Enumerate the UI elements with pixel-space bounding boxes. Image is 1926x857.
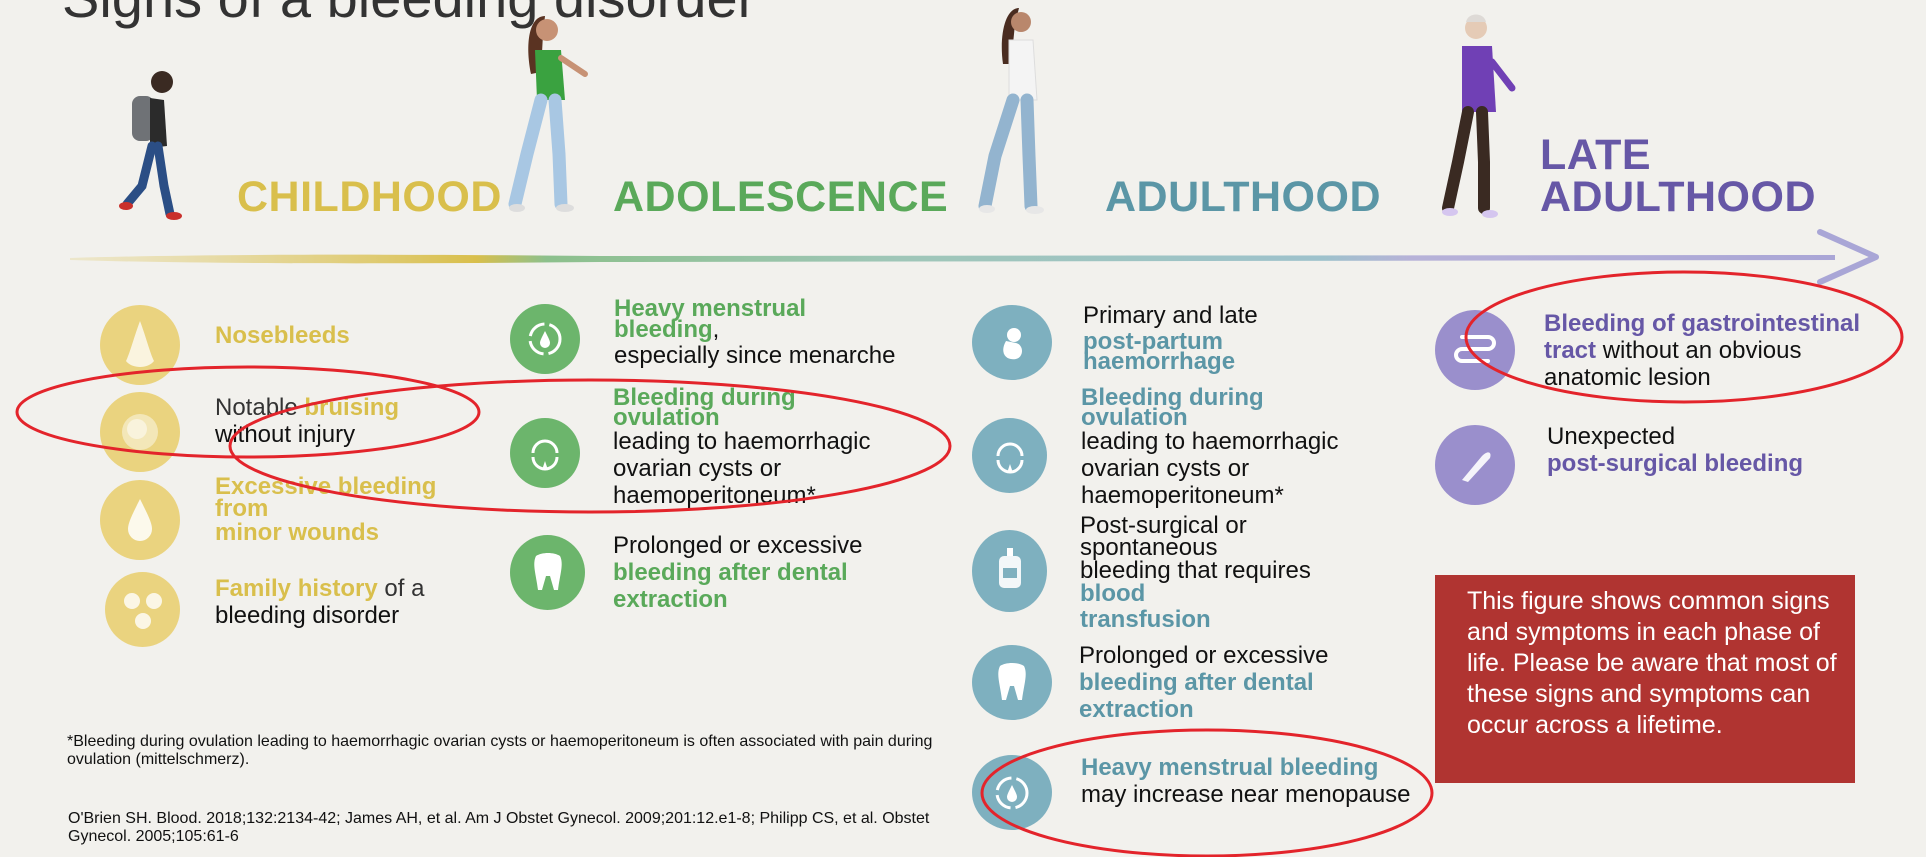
cycle-icon-adult (972, 418, 1047, 493)
elderly-figure-icon (1442, 14, 1516, 218)
pp-pre: Primary and late (1083, 302, 1258, 329)
pp-b2: haemorrhage (1083, 348, 1236, 375)
ov-adult-p1: leading to haemorrhagic (1081, 428, 1339, 455)
phase-late-line2: ADULTHOOD (1540, 173, 1817, 221)
sign-heavy-menstrual-teen: Heavy menstrual bleeding, especially sin… (614, 295, 896, 370)
gi-p2: anatomic lesion (1544, 364, 1711, 391)
hmb-teen-post: especially since menarche (614, 342, 896, 369)
footnote: *Bleeding during ovulation leading to ha… (67, 733, 933, 768)
sign-family-history: Family history of a bleeding disorder (215, 575, 424, 629)
sign-gastrointestinal: Bleeding of gastrointestinal tract witho… (1544, 310, 1860, 391)
woman-figure-icon (978, 8, 1044, 214)
scalpel-icon (1435, 425, 1515, 505)
dental-teen-b2: extraction (613, 586, 728, 613)
intestine-icon (1435, 310, 1515, 390)
ov-adult-p2: ovarian cysts or (1081, 455, 1250, 482)
family-mid: of a (377, 575, 425, 602)
phase-adolescence: ADOLESCENCE (613, 173, 949, 221)
ov-adult-line1: Bleeding during (1081, 384, 1264, 411)
ov-teen-line2: ovulation (613, 404, 720, 431)
family-icon (105, 572, 180, 647)
dental-teen-pre: Prolonged or excessive (613, 532, 863, 559)
ps-line1: Post-surgical or (1080, 512, 1247, 539)
drop-icon (100, 480, 180, 560)
family-bold: Family history (215, 575, 378, 602)
bruise-icon (100, 392, 180, 472)
fetus-icon (972, 305, 1052, 380)
ov-teen-p2: ovarian cysts or (613, 455, 782, 482)
sign-bruising: Notable bruising without injury (215, 394, 399, 448)
sign-heavy-menstrual-adult: Heavy menstrual bleeding may increase ne… (1081, 754, 1411, 808)
phase-late-adulthood: LATE ADULTHOOD (1540, 131, 1817, 221)
phase-adulthood: ADULTHOOD (1105, 173, 1382, 221)
teen-figure-icon (508, 16, 588, 212)
phase-late-line1: LATE (1540, 131, 1652, 179)
blood-bag-icon (972, 530, 1047, 612)
ps-line3: bleeding that requires (1080, 557, 1311, 584)
surg-b: post-surgical bleeding (1547, 450, 1804, 477)
cycle-drop-icon-adult (972, 755, 1052, 830)
sign-dental-teen: Prolonged or excessive bleeding after de… (613, 532, 862, 613)
hmb-teen-comma: , (712, 316, 720, 343)
sign-dental-adult: Prolonged or excessive bleeding after de… (1079, 642, 1328, 723)
ov-teen-p1: leading to haemorrhagic (613, 428, 871, 455)
ps-line2: spontaneous (1080, 534, 1218, 561)
info-box-text: This figure shows common signs and sympt… (1467, 587, 1837, 739)
ov-teen-p3: haemoperitoneum* (613, 482, 816, 509)
bruising-pre: Notable (215, 394, 305, 421)
sign-nosebleeds-label: Nosebleeds (215, 322, 350, 349)
nose-icon (100, 305, 180, 385)
child-figure-icon (119, 71, 182, 220)
bruising-bold: bruising (304, 394, 400, 421)
sign-minor-wounds: Excessive bleeding from minor wounds (215, 474, 436, 548)
wounds-line2: from (215, 495, 269, 522)
ov-adult-line2: ovulation (1081, 404, 1188, 431)
hmb-adult-post: may increase near menopause (1081, 781, 1411, 808)
tooth-icon-adult (972, 645, 1052, 720)
sign-ovulation-adult: Bleeding during ovulation leading to hae… (1081, 384, 1339, 510)
family-post: bleeding disorder (215, 602, 400, 629)
surg-pre: Unexpected (1547, 423, 1676, 450)
gi-b2: tract (1544, 337, 1597, 364)
phase-childhood: CHILDHOOD (237, 173, 502, 221)
dental-teen-b1: bleeding after dental (613, 559, 848, 586)
gi-b1: Bleeding of gastrointestinal (1544, 310, 1861, 337)
gi-p1: without an obvious (1596, 337, 1802, 364)
info-box: This figure shows common signs and sympt… (1435, 575, 1855, 783)
pp-b1: post-partum (1083, 328, 1223, 355)
ps-b1: blood (1080, 580, 1146, 607)
sign-post-surgical: Unexpected post-surgical bleeding (1547, 423, 1803, 477)
sign-nosebleeds: Nosebleeds (215, 322, 350, 349)
bruising-post: without injury (215, 421, 356, 448)
hmb-teen-line2: bleeding (614, 316, 713, 343)
references: O'Brien SH. Blood. 2018;132:2134-42; Jam… (68, 810, 930, 845)
dental-adult-pre: Prolonged or excessive (1079, 642, 1329, 669)
wounds-line3: minor wounds (215, 519, 379, 546)
ps-b2: transfusion (1080, 606, 1211, 633)
ov-adult-p3: haemoperitoneum* (1081, 482, 1284, 509)
hmb-teen-line1: Heavy menstrual (614, 295, 807, 322)
sign-postpartum: Primary and late post-partum haemorrhage (1083, 302, 1258, 375)
sign-transfusion: Post-surgical or spontaneous bleeding th… (1080, 512, 1311, 636)
cycle-drop-icon (510, 304, 580, 374)
dental-adult-b2: extraction (1079, 696, 1194, 723)
dental-adult-b1: bleeding after dental (1079, 669, 1314, 696)
hmb-adult-b: Heavy menstrual bleeding (1081, 754, 1379, 781)
sign-ovulation-teen: Bleeding during ovulation leading to hae… (613, 386, 871, 510)
tooth-icon (510, 535, 585, 610)
page-title: Signs of a bleeding disorder (62, 0, 756, 26)
cycle-icon (510, 418, 580, 488)
